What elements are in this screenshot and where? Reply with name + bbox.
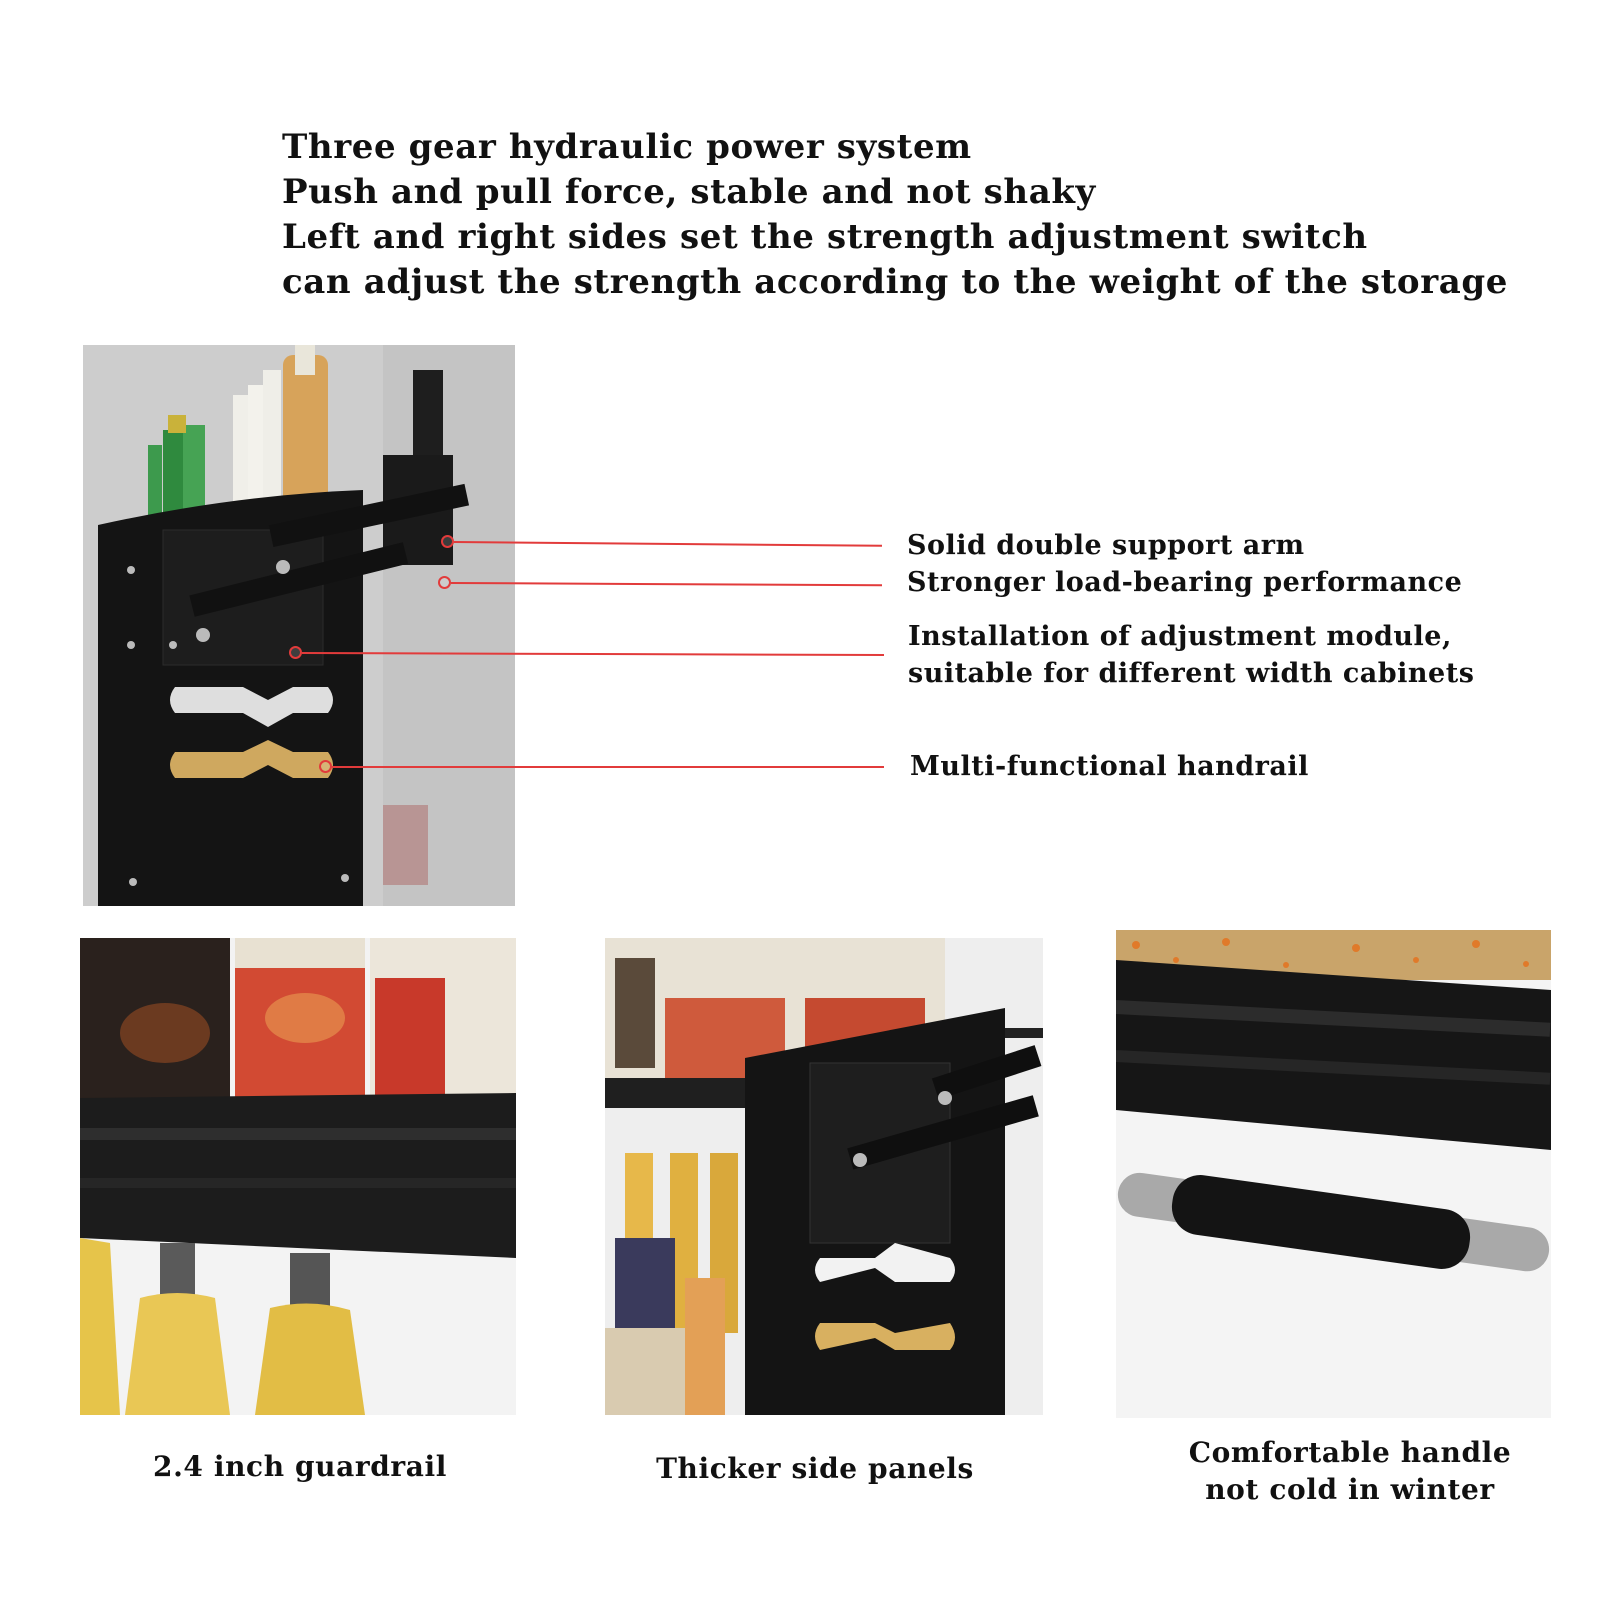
support-arm-label-1: Solid double support arm [907, 530, 1305, 561]
handle-illustration [1116, 930, 1551, 1418]
side-panels-caption: Thicker side panels [656, 1452, 974, 1485]
side-panel-illustration [605, 938, 1043, 1415]
handle-photo [1116, 930, 1551, 1418]
shelf-items [605, 1153, 738, 1415]
bottles-group [148, 345, 328, 520]
pull-out-basket-illustration [83, 345, 515, 906]
headline-line-1: Three gear hydraulic power system [282, 127, 972, 167]
adjustment-module-marker [289, 646, 302, 659]
headline-line-4: can adjust the strength according to the… [282, 262, 1508, 302]
side-panel-photo [605, 938, 1043, 1415]
headline: Three gear hydraulic power system Push a… [282, 125, 1542, 305]
adjustment-module-label-2: suitable for different width cabinets [908, 658, 1475, 689]
support-arm-upper-leader [453, 541, 882, 547]
handrail-marker [319, 760, 332, 773]
grain-texture [1132, 938, 1529, 968]
handrail-label: Multi-functional handrail [910, 751, 1309, 782]
support-arm-lower-leader [450, 582, 882, 587]
guardrail-caption: 2.4 inch guardrail [153, 1450, 447, 1483]
wine-bottles [80, 1238, 365, 1415]
headline-line-3: Left and right sides set the strength ad… [282, 217, 1368, 257]
support-arm-upper-marker [441, 535, 454, 548]
adjustment-module-label-1: Installation of adjustment module, [908, 621, 1452, 652]
handrail-leader [332, 766, 884, 768]
guardrail-photo [80, 938, 516, 1415]
main-product-photo [83, 345, 515, 906]
handle-caption-line-1: Comfortable handle [1188, 1436, 1512, 1469]
support-arm-label-2: Stronger load-bearing performance [907, 567, 1463, 598]
support-arm-lower-marker [438, 576, 451, 589]
headline-line-2: Push and pull force, stable and not shak… [282, 172, 1096, 212]
guardrail-illustration [80, 938, 516, 1415]
handle-caption-line-2: not cold in winter [1205, 1473, 1495, 1506]
